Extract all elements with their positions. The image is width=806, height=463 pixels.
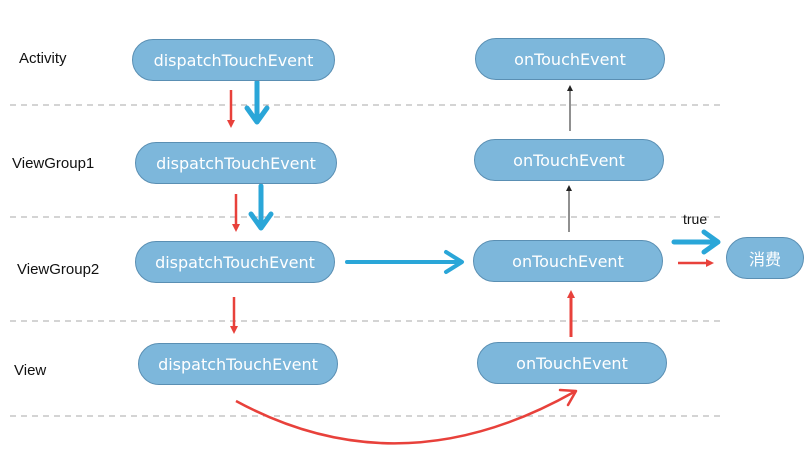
blue-arrow-vg1-to-vg2 xyxy=(248,183,274,231)
node-viewgroup2-dispatch: dispatchTouchEvent xyxy=(135,241,335,283)
node-activity-ontouch: onTouchEvent xyxy=(475,38,665,80)
edge-label-true: true xyxy=(683,211,708,227)
layer-label-view: View xyxy=(14,362,47,379)
node-activity-dispatch: dispatchTouchEvent xyxy=(132,39,335,81)
layer-label-activity: Activity xyxy=(19,50,67,67)
blue-arrow-true-to-consume xyxy=(671,229,721,255)
node-view-ontouch: onTouchEvent xyxy=(477,342,667,384)
blue-arrow-vg2-dispatch-to-ontouch xyxy=(345,250,464,274)
node-viewgroup2-ontouch: onTouchEvent xyxy=(473,240,663,282)
node-consume: 消费 xyxy=(726,237,804,279)
node-viewgroup1-ontouch: onTouchEvent xyxy=(474,139,664,181)
node-view-dispatch: dispatchTouchEvent xyxy=(138,343,338,385)
red-curve-view-dispatch-to-ontouch xyxy=(235,390,575,445)
layer-label-viewgroup1: ViewGroup1 xyxy=(12,155,95,172)
red-curve-arrowhead xyxy=(558,388,578,407)
layer-label-viewgroup2: ViewGroup2 xyxy=(17,261,100,278)
blue-arrow-activity-to-vg1 xyxy=(244,79,270,125)
node-viewgroup1-dispatch: dispatchTouchEvent xyxy=(135,142,337,184)
